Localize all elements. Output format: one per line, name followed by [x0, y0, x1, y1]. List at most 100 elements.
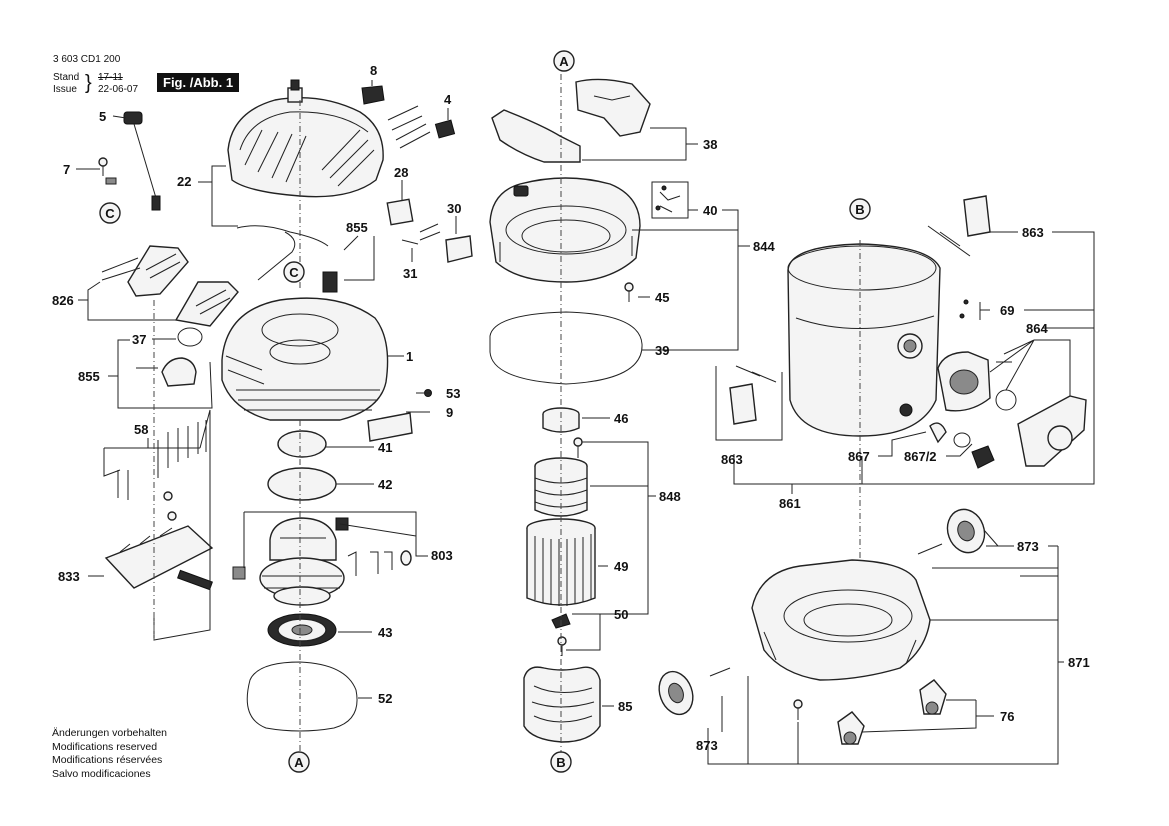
gasket-52	[246, 661, 358, 732]
callout-803: 803	[431, 548, 453, 563]
callout-58: 58	[134, 422, 148, 437]
label-strip-9	[367, 412, 413, 442]
stand-label: Stand	[53, 72, 80, 83]
issue-value: 22-06-07	[98, 84, 139, 95]
caster-76	[837, 679, 947, 745]
part-label-sheet	[361, 85, 385, 105]
leader-lines-base	[707, 529, 1064, 765]
impeller-43	[267, 613, 337, 647]
screw-31	[401, 239, 419, 245]
connector-855	[322, 271, 338, 293]
leader-lines-center	[566, 127, 750, 707]
callout-38: 38	[703, 137, 717, 152]
top-cover	[227, 79, 384, 198]
callout-855-top: 855	[346, 220, 368, 235]
screw-45	[624, 282, 634, 302]
leader-lines-tank	[715, 231, 1095, 494]
screw-69b	[959, 313, 965, 319]
switch-30	[419, 223, 473, 263]
gasket-39	[489, 311, 643, 385]
callout-45: 45	[655, 290, 669, 305]
marker-b-tank-text: B	[855, 202, 864, 217]
callout-861: 861	[779, 496, 801, 511]
motor-803	[232, 517, 412, 606]
callout-864: 864	[1026, 321, 1048, 336]
callout-41: 41	[378, 440, 392, 455]
footer-notes: Änderungen vorbehalten Modifications res…	[52, 727, 167, 781]
callout-37: 37	[132, 332, 146, 347]
document-number: 3 603 CD1 200	[53, 54, 121, 65]
small-parts-40	[651, 181, 689, 219]
ring-41	[277, 430, 327, 458]
marker-b-bottom-text: B	[556, 755, 565, 770]
marker-a-bottom-text: A	[294, 755, 304, 770]
screw-58b	[167, 511, 177, 521]
callout-40: 40	[703, 203, 717, 218]
inlet-864	[937, 351, 1087, 467]
callout-4: 4	[444, 92, 452, 107]
callout-76: 76	[1000, 709, 1014, 724]
footer-line-de: Änderungen vorbehalten	[52, 727, 168, 739]
callout-22: 22	[177, 174, 191, 189]
callout-871: 871	[1068, 655, 1090, 670]
ring-42	[267, 467, 337, 501]
callout-30: 30	[447, 201, 461, 216]
head-base-844	[489, 177, 641, 283]
base-871	[751, 559, 931, 681]
marker-c-top: C	[283, 261, 305, 283]
callout-9: 9	[446, 405, 453, 420]
callout-39: 39	[655, 343, 669, 358]
callouts: 8 4 5 7 22 28 30 855 31 826 37 855 1 53 …	[52, 63, 1090, 753]
marker-b-tank: B	[849, 198, 871, 220]
wheel-873-left	[658, 667, 731, 716]
marker-a-top: A	[553, 50, 575, 72]
marker-c-left-text: C	[105, 206, 115, 221]
callout-8: 8	[370, 63, 377, 78]
screw-set	[387, 105, 456, 149]
seal-37	[177, 327, 203, 347]
issue-label: Issue	[53, 84, 77, 95]
callout-7: 7	[63, 162, 70, 177]
latch-855	[136, 357, 197, 387]
callout-855-left: 855	[78, 369, 100, 384]
stand-value: 17-11	[98, 72, 123, 83]
screw-58a	[163, 491, 173, 501]
callout-46: 46	[614, 411, 628, 426]
bracket-28	[386, 198, 414, 226]
marker-b-bottom: B	[550, 751, 572, 773]
callout-848: 848	[659, 489, 681, 504]
callout-863-top: 863	[1022, 225, 1044, 240]
callout-31: 31	[403, 266, 417, 281]
callout-844: 844	[753, 239, 775, 254]
callout-42: 42	[378, 477, 392, 492]
handle-863	[729, 195, 991, 425]
callout-873-right: 873	[1017, 539, 1039, 554]
leader-lines-left	[76, 80, 457, 699]
callout-53: 53	[446, 386, 460, 401]
marker-c-top-text: C	[289, 265, 299, 280]
callout-43: 43	[378, 625, 392, 640]
cartridge-filter-49	[526, 518, 596, 606]
filter-cage-848	[534, 437, 588, 517]
drain-plug-867	[929, 422, 995, 469]
figure-label: Fig. /Abb. 1	[157, 73, 240, 92]
callout-50: 50	[614, 607, 628, 622]
callout-52: 52	[378, 691, 392, 706]
callout-873-left: 873	[696, 738, 718, 753]
callout-863-left: 863	[721, 452, 743, 467]
motor-housing	[221, 297, 389, 421]
dust-tank-861	[787, 243, 941, 437]
callout-28: 28	[394, 165, 408, 180]
filter-flaps-826	[101, 245, 239, 327]
filter-bag-85	[523, 666, 601, 743]
brace: }	[85, 72, 92, 94]
screw-69a	[963, 299, 969, 305]
screw-base	[793, 699, 803, 720]
power-cable	[123, 111, 161, 211]
callout-85: 85	[618, 699, 632, 714]
footer-line-es: Salvo modificaciones	[52, 767, 151, 780]
callout-5: 5	[99, 109, 106, 124]
footer-line-fr: Modifications réservées	[52, 754, 163, 766]
callout-1: 1	[406, 349, 413, 364]
